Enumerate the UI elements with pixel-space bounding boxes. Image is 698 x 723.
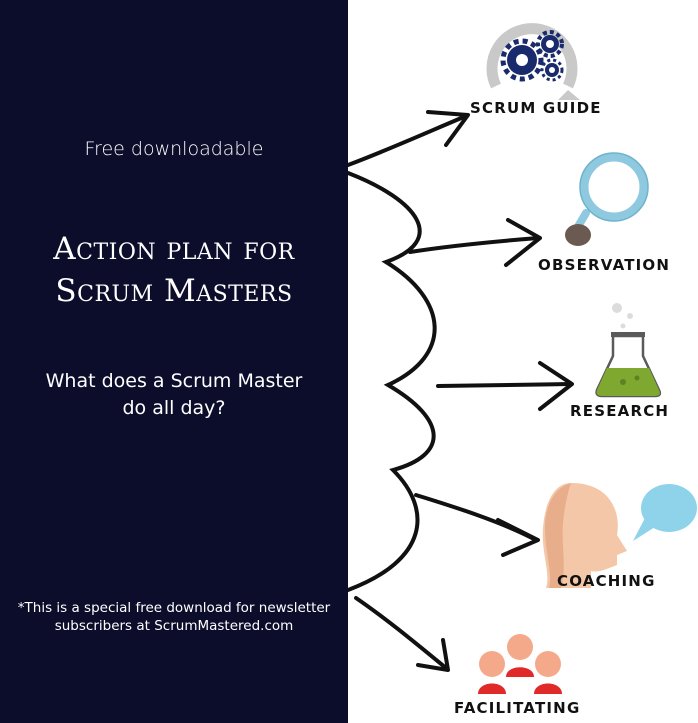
arrow-facilitating <box>354 596 450 672</box>
label-research: RESEARCH <box>570 402 670 420</box>
page-title: Action plan for Scrum Masters <box>0 228 348 312</box>
footnote-line-1: *This is a special free download for new… <box>17 600 331 616</box>
footnote: *This is a special free download for new… <box>0 599 348 635</box>
question-text: What does a Scrum Master do all day? <box>0 368 348 422</box>
right-panel: SCRUM GUIDE OBSERVATION RESEARCH COACHIN… <box>348 0 698 723</box>
people-group-icon <box>478 634 562 694</box>
left-panel: Free downloadable Action plan for Scrum … <box>0 0 348 723</box>
footnote-line-2: subscribers at ScrumMastered.com <box>54 618 294 634</box>
arrow-scrum-guide <box>348 110 470 167</box>
label-scrum-guide: SCRUM GUIDE <box>470 99 602 117</box>
arrow-observation <box>408 218 542 267</box>
mind-map-art <box>348 23 697 694</box>
label-facilitating: FACILITATING <box>454 699 581 717</box>
label-observation: OBSERVATION <box>538 256 671 274</box>
title-line-2: Scrum Masters <box>55 273 293 309</box>
question-line-2: do all day? <box>122 397 226 419</box>
speaking-head-icon <box>542 483 697 588</box>
title-line-1: Action plan for <box>53 231 295 267</box>
branch-curve <box>348 171 437 592</box>
flask-icon <box>595 303 662 398</box>
gears-icon <box>486 23 580 100</box>
question-line-1: What does a Scrum Master <box>45 370 303 392</box>
kicker-text: Free downloadable <box>84 138 264 160</box>
label-coaching: COACHING <box>557 572 656 590</box>
magnifying-glass-icon <box>565 152 649 246</box>
arrow-coaching <box>414 493 540 557</box>
arrow-research <box>436 361 574 411</box>
